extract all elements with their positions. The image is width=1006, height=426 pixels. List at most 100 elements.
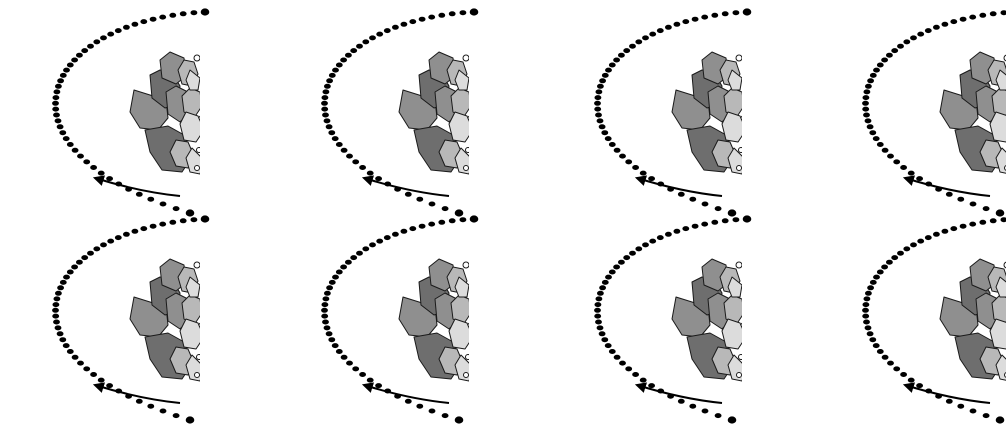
dotted-arc-path [862, 217, 1006, 424]
path-dot [56, 331, 64, 337]
path-dot [326, 285, 333, 291]
path-dot [969, 408, 977, 414]
path-dot [179, 11, 187, 17]
rock-shape [448, 111, 469, 143]
path-dot [893, 159, 901, 165]
path-dot [428, 201, 436, 207]
path-dot [613, 57, 620, 63]
direction-arrow-icon [634, 382, 723, 404]
path-dot [673, 228, 681, 234]
path-dot [400, 228, 408, 234]
path-dot [595, 319, 602, 325]
path-dot [618, 52, 625, 58]
path-dot [887, 153, 894, 159]
path-dot [418, 16, 426, 22]
path-dot [323, 118, 331, 124]
path-dot [140, 19, 148, 25]
path-dot [335, 142, 343, 147]
path-dot [359, 372, 366, 377]
path-dot [56, 124, 64, 130]
path-dot [52, 106, 60, 112]
rock-shape [721, 318, 742, 350]
rock-pile-icon [939, 258, 1006, 381]
path-dot [711, 12, 719, 18]
path-dot [862, 313, 870, 319]
path-dot [59, 279, 67, 285]
path-dot [52, 307, 59, 313]
path-dot [376, 238, 384, 244]
path-dot [438, 219, 446, 225]
path-dot [989, 218, 997, 224]
path-dot [865, 83, 872, 89]
path-dot [149, 223, 157, 229]
path-dot [172, 206, 180, 212]
path-dot [732, 217, 740, 223]
path-dot [459, 217, 467, 223]
path-dot [362, 246, 370, 252]
pebble [738, 354, 742, 360]
path-dot [625, 159, 633, 165]
direction-arrow-icon [92, 175, 181, 197]
path-dot [673, 21, 681, 27]
path-dot [346, 153, 353, 159]
pebble [736, 165, 742, 171]
path-dot [910, 35, 917, 41]
path-dot [635, 39, 643, 45]
path-dot [149, 16, 157, 22]
diagram-panel [321, 215, 479, 424]
path-dot [190, 10, 198, 16]
path-dot [376, 31, 384, 37]
direction-arrow-icon [361, 382, 450, 404]
path-dot [321, 100, 328, 106]
path-dot [71, 354, 79, 360]
rock-shape [989, 318, 1006, 350]
path-dot [721, 11, 729, 17]
path-dot [404, 398, 412, 404]
path-dot [941, 21, 949, 27]
path-dot [392, 24, 399, 30]
path-dot [605, 274, 612, 280]
path-dot [441, 413, 449, 419]
path-dot [862, 106, 870, 112]
path-dot [613, 354, 621, 360]
path-dot [632, 372, 639, 377]
rock-pile-icon [398, 51, 469, 175]
path-dot [639, 377, 647, 383]
path-dot [613, 147, 621, 153]
rock-shape [448, 318, 469, 350]
path-dot [71, 147, 79, 153]
path-dot [897, 250, 904, 256]
path-dot [907, 170, 915, 176]
path-dot [900, 165, 907, 170]
rock-shape [995, 354, 1006, 381]
path-dot [77, 360, 84, 366]
pebble [462, 54, 469, 62]
direction-arrow-icon [902, 175, 991, 197]
dotted-arc-path [321, 8, 479, 217]
path-dot [982, 413, 990, 419]
path-dot [441, 206, 449, 212]
path-dot [383, 28, 391, 34]
direction-arrow-icon [92, 382, 181, 404]
path-dot [324, 83, 331, 89]
path-dot [995, 416, 1005, 424]
path-dot [428, 408, 436, 414]
path-dot [642, 242, 649, 248]
path-dot [71, 264, 78, 270]
path-dot [114, 235, 122, 241]
path-dot [90, 372, 97, 377]
path-dot [595, 89, 603, 95]
path-dot [598, 331, 606, 337]
path-dot [933, 231, 940, 237]
direction-arrow-icon [361, 175, 450, 197]
path-dot [135, 191, 143, 197]
path-dot [969, 201, 977, 207]
path-dot [995, 209, 1005, 217]
path-dot [53, 296, 61, 302]
path-dot [356, 250, 363, 256]
path-dot [910, 242, 917, 248]
path-dot [903, 39, 911, 45]
path-dot [891, 255, 899, 261]
